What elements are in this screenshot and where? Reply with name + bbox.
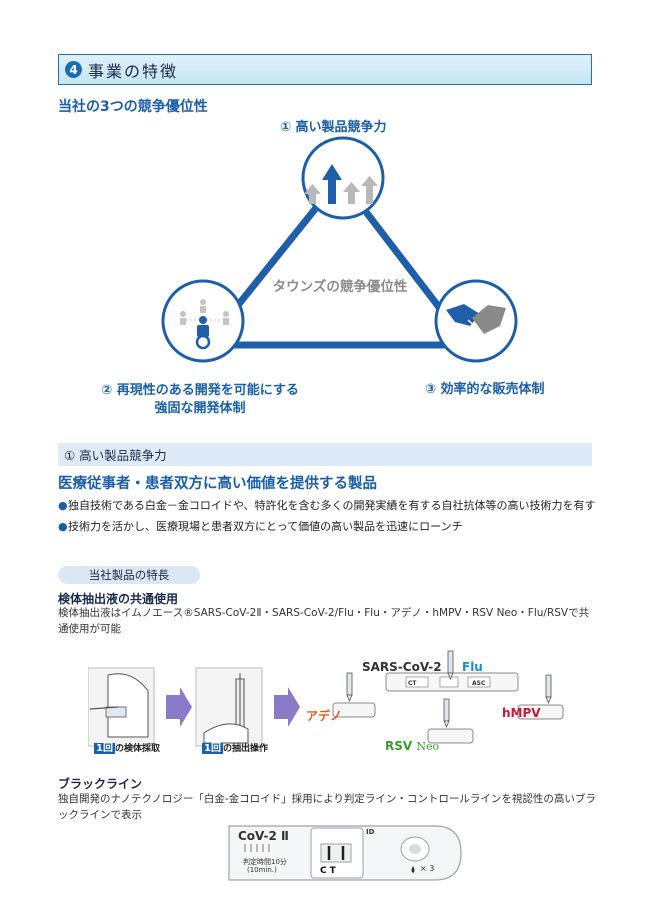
extraction-operation-illustration — [195, 667, 263, 747]
product-label-sars: SARS-CoV-2 — [362, 660, 442, 674]
device-drops-label: × 3 — [420, 864, 435, 873]
subsection-header: ① 高い製品競争力 — [58, 443, 592, 466]
development-node — [161, 279, 245, 363]
bullet-dot-icon: ● — [58, 499, 68, 512]
product-label-hmpv: hMPV — [502, 706, 541, 720]
sample-collection-illustration — [88, 667, 155, 747]
team-network-icon — [180, 299, 229, 350]
extraction-process-illustration — [88, 650, 564, 747]
drop-icon — [411, 866, 415, 873]
step1-count: 1回 — [94, 743, 115, 754]
feature-bullet-list: ● 独自技術である白金－金コロイドや、特許化を含む多くの開発実績を有する自社抗体… — [58, 497, 598, 539]
device-name: CoV-2 Ⅱ — [238, 829, 289, 843]
grip-ridges-icon — [244, 844, 270, 852]
product-label-rsv-neo: Neo — [416, 740, 440, 753]
cassette-ct-label: CT — [408, 680, 417, 687]
step2-count: 1回 — [202, 743, 223, 754]
section-header: 4 事業の特徴 — [58, 54, 592, 85]
list-item: ● 技術力を活かし、医療現場と患者双方にとって価値の高い製品を迅速にローンチ — [58, 518, 598, 535]
handshake-icon — [446, 304, 506, 334]
device-time-label: 判定時間10分 — [243, 858, 287, 866]
node-label-product: ① 高い製品競争力 — [280, 120, 387, 135]
cassette-asc-label: ASC — [472, 680, 486, 687]
bullet-text: 独自技術である白金－金コロイドや、特許化を含む多くの開発実績を有する自社抗体等の… — [68, 499, 596, 512]
node-label-development: ② 再現性のある開発を可能にする 強固な開発体制 — [80, 382, 320, 418]
sars-flu-cassette — [385, 672, 519, 692]
triangle-outline — [202, 174, 472, 349]
device-ct-label: CT — [320, 866, 339, 876]
blackline-text: 独自開発のナノテクノロジー「白金-金コロイド」採用により判定ライン・コントロール… — [58, 793, 596, 821]
node-label-sales: ③ 効率的な販売体制 — [425, 382, 545, 397]
product-label-adeno: アデノ — [306, 709, 343, 723]
product-label-rsv: RSV Neo — [385, 739, 439, 753]
advantage-triangle-diagram — [161, 136, 518, 363]
node-label-development-line2: 強固な開発体制 — [154, 401, 246, 416]
adeno-cassette — [332, 702, 376, 718]
product-label-rsv-main: RSV — [385, 739, 413, 753]
step2-text: の抽出操作 — [222, 744, 268, 754]
rising-arrows-icon — [304, 164, 378, 204]
step2-label: 1回の抽出操作 — [202, 739, 268, 754]
features-pill-label: 当社製品の特長 — [58, 566, 200, 584]
extraction-title: 検体抽出液の共通使用 — [58, 592, 179, 606]
value-heading: 医療従事者・患者双方に高い価値を提供する製品 — [58, 476, 377, 492]
dropper-icon — [346, 650, 552, 729]
node-label-development-line1: ② 再現性のある開発を可能にする — [101, 383, 299, 398]
product-power-node — [301, 136, 385, 220]
blackline-title: ブラックライン — [58, 777, 143, 791]
list-item: ● 独自技術である白金－金コロイドや、特許化を含む多くの開発実績を有する自社抗体… — [58, 497, 598, 514]
test-device-illustration — [228, 825, 462, 881]
device-id-label: ID — [366, 828, 375, 836]
triangle-center-label: タウンズの競争優位性 — [272, 279, 408, 295]
step1-text: の検体採取 — [114, 744, 160, 754]
process-arrow-icon — [166, 687, 192, 727]
hmpv-cassette — [517, 704, 564, 720]
product-label-flu: Flu — [462, 660, 483, 674]
process-arrow-icon — [274, 687, 300, 727]
rsv-cassette — [427, 728, 474, 744]
step1-label: 1回の検体採取 — [94, 739, 160, 754]
advantage-heading: 当社の3つの競争優位性 — [58, 99, 208, 115]
bullet-text: 技術力を活かし、医療現場と患者双方にとって価値の高い製品を迅速にローンチ — [68, 520, 463, 533]
device-time-min: (10min.) — [247, 866, 277, 874]
section-title: 事業の特徴 — [88, 61, 179, 81]
section-number-badge: 4 — [65, 61, 82, 78]
sales-node — [434, 279, 518, 363]
extraction-text: 検体抽出液はイムノエース®SARS-CoV-2Ⅱ・SARS-CoV-2/Flu・… — [58, 607, 590, 635]
bullet-dot-icon: ● — [58, 520, 68, 533]
